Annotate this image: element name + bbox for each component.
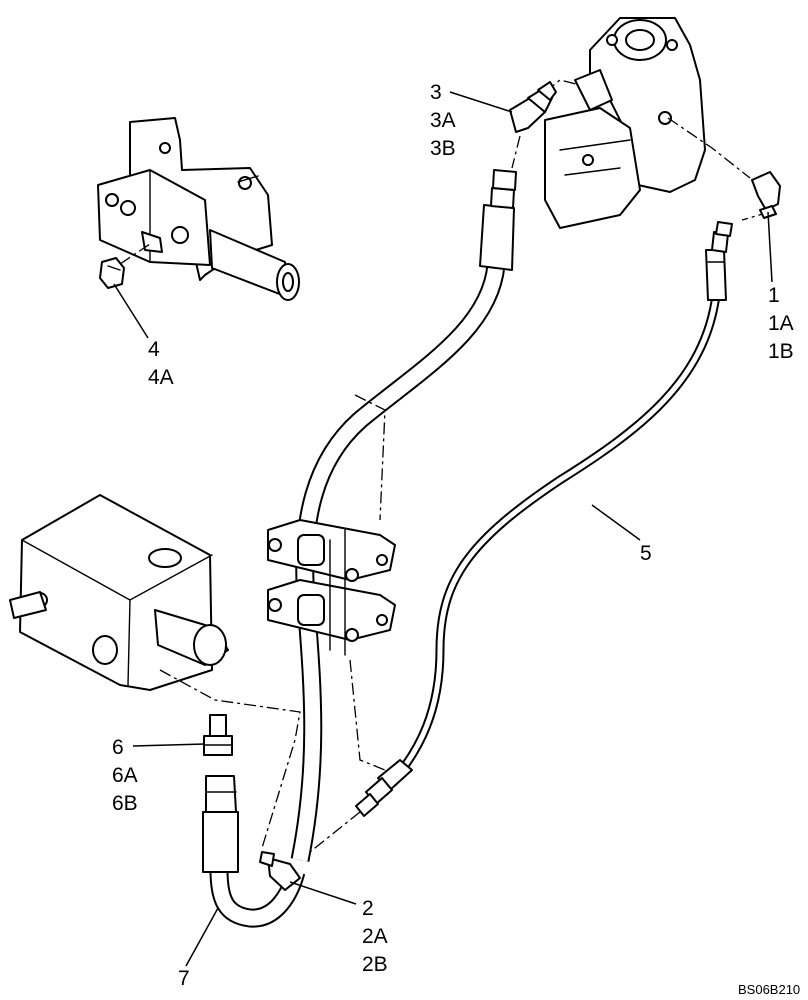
- upper-right-valve: [544, 17, 706, 229]
- callout-item-5: 5: [640, 542, 652, 565]
- callout-5-line-1: 5: [640, 542, 652, 565]
- callout-1-line-3: 1B: [768, 340, 794, 363]
- clamp-assembly: [267, 394, 396, 771]
- callout-item-7: 7: [178, 967, 190, 990]
- callout-3-line-1: 3: [430, 81, 442, 104]
- callout-2-line-1: 2: [362, 897, 374, 920]
- callout-4-line-2: 4A: [148, 366, 174, 389]
- callout-2-line-2: 2A: [362, 925, 388, 948]
- centerline-item-6: [159, 669, 301, 849]
- nut-item-4: [99, 257, 125, 289]
- centerline-hose-3: [511, 135, 521, 169]
- drawing-reference: BS06B210: [738, 982, 800, 997]
- callout-4-line-1: 4: [148, 338, 160, 361]
- hose-item-7: [202, 775, 306, 928]
- elbow-fitting-item-1: [751, 171, 781, 219]
- hose-item-5: [355, 221, 733, 817]
- hose-item-3-2: [290, 169, 517, 862]
- callout-6-line-1: 6: [112, 736, 124, 759]
- elbow-fitting-item-3: [509, 81, 557, 133]
- callout-1-line-2: 1A: [768, 312, 794, 335]
- centerline-item-1: [667, 117, 751, 179]
- callout-6-line-2: 6A: [112, 764, 138, 787]
- callout-2-line-3: 2B: [362, 953, 388, 976]
- callout-item-4: 4 4A: [148, 338, 174, 389]
- callout-item-6: 6 6A 6B: [112, 736, 138, 815]
- leader-lines: [113, 91, 773, 967]
- callout-item-1: 1 1A 1B: [768, 284, 794, 363]
- callout-3-line-3: 3B: [430, 137, 456, 160]
- callout-1-line-1: 1: [768, 284, 780, 307]
- upper-left-bracket: [97, 117, 300, 301]
- callout-item-3: 3 3A 3B: [430, 81, 456, 160]
- callout-7-line-1: 7: [178, 967, 190, 990]
- centerline-item-4: [119, 243, 151, 265]
- callout-item-2: 2 2A 2B: [362, 897, 388, 976]
- lower-left-valve-block: [9, 494, 229, 691]
- callout-3-line-2: 3A: [430, 109, 456, 132]
- adapter-fitting-item-6: [203, 714, 233, 756]
- callout-6-line-3: 6B: [112, 792, 138, 815]
